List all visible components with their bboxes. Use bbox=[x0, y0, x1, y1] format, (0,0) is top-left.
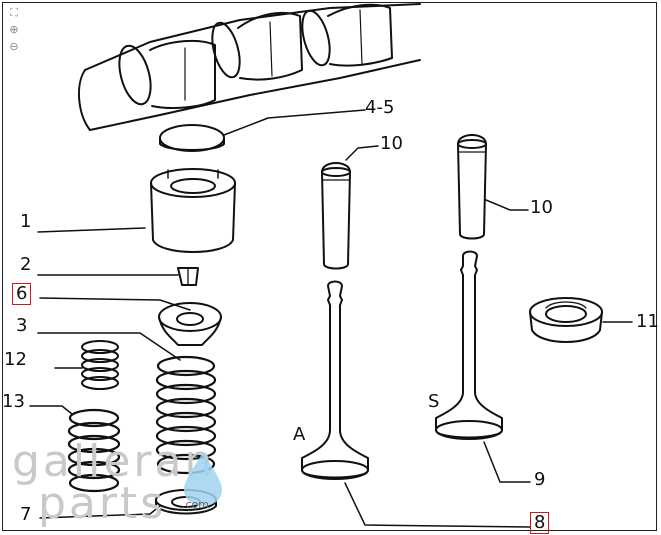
callout-6[interactable]: 6 bbox=[12, 283, 32, 305]
part-valve-guide-left bbox=[321, 162, 351, 270]
leader-4-5 bbox=[223, 109, 366, 136]
part-valve-s bbox=[435, 250, 503, 440]
callout-9[interactable]: 9 bbox=[534, 469, 546, 490]
camshaft bbox=[78, 3, 421, 131]
callout-10-right[interactable]: 10 bbox=[530, 197, 553, 218]
leader-10-right bbox=[485, 199, 529, 211]
callout-s: S bbox=[428, 391, 440, 412]
part-outer-valve-spring bbox=[155, 355, 217, 475]
callout-7[interactable]: 7 bbox=[20, 504, 32, 525]
part-valve-guide-right bbox=[457, 134, 487, 240]
callout-11[interactable]: 11 bbox=[636, 311, 659, 332]
part-bucket-tappet bbox=[150, 168, 236, 253]
part-spring-retainer bbox=[158, 302, 222, 346]
callout-a: A bbox=[293, 424, 306, 445]
callout-8[interactable]: 8 bbox=[530, 512, 550, 534]
leader-1 bbox=[37, 227, 146, 233]
viewer-toolbar: ⛶ ⊕ ⊖ bbox=[7, 6, 23, 57]
callout-4-5[interactable]: 4-5 bbox=[365, 97, 395, 118]
part-shim bbox=[159, 124, 225, 152]
leader-6 bbox=[39, 297, 191, 311]
zoom-in-icon[interactable]: ⊕ bbox=[9, 23, 19, 36]
part-inner-valve-spring-13 bbox=[67, 408, 121, 493]
callout-12[interactable]: 12 bbox=[4, 349, 27, 370]
leader-7 bbox=[39, 505, 161, 519]
leader-3 bbox=[37, 332, 181, 361]
callout-3[interactable]: 3 bbox=[16, 315, 28, 336]
leader-9 bbox=[483, 441, 531, 483]
part-spring-seat bbox=[155, 489, 217, 515]
callout-13[interactable]: 13 bbox=[2, 391, 25, 412]
fit-icon[interactable]: ⛶ bbox=[10, 6, 18, 19]
part-valve-a bbox=[301, 280, 369, 480]
leader-13 bbox=[29, 405, 73, 415]
leader-8 bbox=[344, 482, 531, 528]
leader-10-left bbox=[345, 145, 379, 161]
callout-2[interactable]: 2 bbox=[20, 254, 32, 275]
zoom-out-icon[interactable]: ⊖ bbox=[9, 40, 19, 53]
part-inner-valve-spring-12 bbox=[81, 340, 119, 390]
part-valve-oil-seal bbox=[529, 297, 603, 343]
part-valve-collet bbox=[177, 267, 199, 286]
callout-1[interactable]: 1 bbox=[20, 211, 32, 232]
diagram-frame bbox=[2, 2, 657, 531]
callout-10-left[interactable]: 10 bbox=[380, 133, 403, 154]
